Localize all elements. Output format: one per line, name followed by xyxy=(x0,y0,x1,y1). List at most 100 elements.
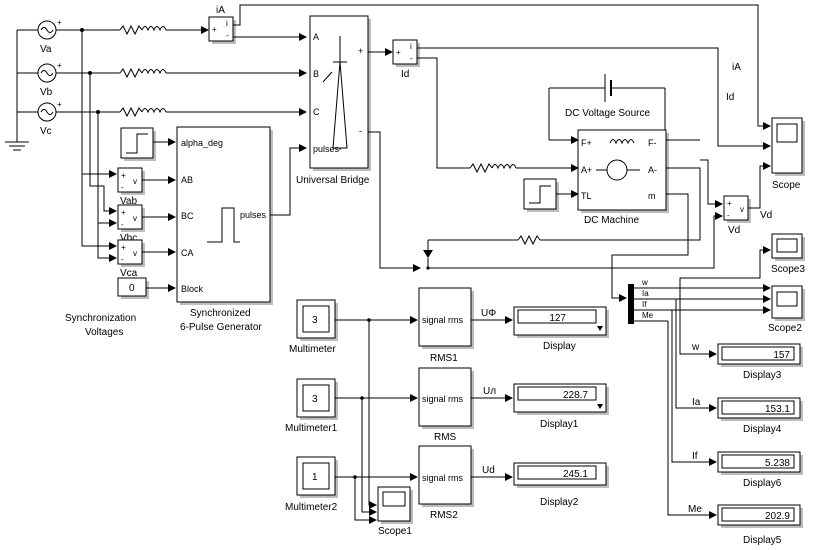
display6[interactable]: If 5.238 Display6 xyxy=(692,451,803,489)
rms-block[interactable]: signal rms RMS xyxy=(418,367,474,443)
multimeter1-label: Multimeter1 xyxy=(285,423,338,434)
svg-text:+: + xyxy=(121,243,126,252)
universal-bridge[interactable]: A B C pulses + - Universal Bridge xyxy=(296,15,371,186)
multimeter[interactable]: 3 Multimeter xyxy=(289,299,338,355)
rms1-block[interactable]: signal rms RMS1 xyxy=(418,287,474,364)
svg-text:C: C xyxy=(313,107,320,117)
vb-label: Vb xyxy=(40,87,53,98)
svg-text:+: + xyxy=(212,25,217,34)
ac-source-vc[interactable]: + Vc xyxy=(17,100,62,137)
svg-text:signal rms: signal rms xyxy=(422,315,464,325)
bus-w-label: w xyxy=(641,278,648,287)
pulse-generator[interactable]: alpha_deg AB BC CA Block pulses Synchron… xyxy=(176,126,273,333)
svg-text:m: m xyxy=(648,191,656,201)
scope1[interactable]: Scope1 xyxy=(377,486,413,537)
multimeter1-value: 3 xyxy=(312,394,318,405)
ac-source-va[interactable]: + Va xyxy=(17,18,62,55)
voltmeter-vbc[interactable]: + v - Vbc xyxy=(117,204,145,244)
svg-text:+: + xyxy=(57,61,62,70)
scope3-label: Scope3 xyxy=(771,264,805,275)
display-value: 127 xyxy=(549,313,566,324)
svg-text:A+: A+ xyxy=(581,165,592,175)
display4[interactable]: Ia 153.1 Display4 xyxy=(692,397,803,435)
vd-signal-label: Vd xyxy=(760,210,772,221)
svg-text:F+: F+ xyxy=(581,138,592,148)
svg-text:A: A xyxy=(313,32,319,42)
svg-text:If: If xyxy=(692,451,698,462)
svg-text:signal rms: signal rms xyxy=(422,473,464,483)
ia-meter-label: iA xyxy=(216,5,225,16)
phase-c-line xyxy=(56,106,307,118)
multimeter1[interactable]: 3 Multimeter1 xyxy=(285,378,338,434)
display1-label: Display1 xyxy=(540,419,579,430)
voltmeter-vca[interactable]: + v - Vca xyxy=(117,239,145,279)
svg-text:Block: Block xyxy=(181,284,204,294)
svg-text:CA: CA xyxy=(181,248,194,258)
step-block-alpha[interactable] xyxy=(120,127,156,161)
phase-b-line xyxy=(56,67,307,79)
u-line-label: Uл xyxy=(483,386,496,397)
display6-label: Display6 xyxy=(743,478,782,489)
multimeter2[interactable]: 1 Multimeter2 xyxy=(285,456,338,513)
svg-text:-: - xyxy=(410,54,413,63)
vca-label: Vca xyxy=(120,268,138,279)
svg-text:TL: TL xyxy=(581,191,592,201)
display[interactable]: 127 Display xyxy=(513,306,609,352)
svg-text:+: + xyxy=(358,46,363,56)
scope1-label: Scope1 xyxy=(378,526,412,537)
id-meter-label: Id xyxy=(401,69,409,80)
dc-voltage-source[interactable]: DC Voltage Source xyxy=(548,74,666,140)
svg-text:alpha_deg: alpha_deg xyxy=(181,138,223,148)
display5-value: 202.9 xyxy=(765,511,790,522)
voltmeter-vab[interactable]: + v - Vab xyxy=(117,167,145,207)
bus-demux[interactable] xyxy=(628,284,634,324)
current-meter-id[interactable]: + i - Id xyxy=(392,39,420,80)
scope-main[interactable]: Scope xyxy=(771,117,805,191)
va-label: Va xyxy=(40,44,52,55)
vd-meter-label: Vd xyxy=(728,225,740,236)
svg-text:pulses: pulses xyxy=(313,144,340,154)
ac-source-vb[interactable]: + Vb xyxy=(17,61,62,98)
constant-value: 0 xyxy=(129,283,135,294)
svg-text:-: - xyxy=(121,255,124,264)
scope2-label: Scope2 xyxy=(768,323,802,334)
svg-text:+: + xyxy=(396,48,401,57)
display2-label: Display2 xyxy=(540,497,579,508)
display5[interactable]: Me 202.9 Display5 xyxy=(688,504,803,546)
scope-main-label: Scope xyxy=(772,180,801,191)
phase-a-line xyxy=(56,24,209,36)
ia-signal-label: iA xyxy=(732,62,741,73)
rms2-block[interactable]: signal rms RMS2 xyxy=(418,445,474,521)
machine-title: DC Machine xyxy=(584,215,639,226)
voltmeter-vd[interactable]: + v - Vd xyxy=(723,195,751,236)
scope2[interactable]: Scope2 xyxy=(768,285,805,334)
svg-text:v: v xyxy=(740,205,744,214)
display5-label: Display5 xyxy=(743,535,782,546)
svg-text:F-: F- xyxy=(648,138,657,148)
svg-text:B: B xyxy=(313,69,319,79)
svg-text:-: - xyxy=(121,220,124,229)
scope3[interactable]: Scope3 xyxy=(771,233,805,275)
vbc-label: Vbc xyxy=(120,233,137,244)
bus-ia-label: Ia xyxy=(642,289,649,298)
display2[interactable]: 245.1 Display2 xyxy=(513,462,609,508)
display3[interactable]: w 157 Display3 xyxy=(691,342,803,381)
svg-text:A-: A- xyxy=(648,165,657,175)
svg-text:+: + xyxy=(727,199,732,208)
svg-text:-: - xyxy=(226,31,229,40)
rms1-label: RMS1 xyxy=(430,353,458,364)
current-meter-ia[interactable]: + i - iA xyxy=(208,5,236,44)
display3-label: Display3 xyxy=(743,370,782,381)
display1-value: 228.7 xyxy=(563,390,588,401)
svg-text:i: i xyxy=(226,19,228,28)
display1[interactable]: 228.7 Display1 xyxy=(513,383,609,430)
dc-machine[interactable]: F+ F- A+ A- TL m DC Machine xyxy=(577,129,669,226)
ground-symbol xyxy=(5,30,29,151)
svg-text:-: - xyxy=(359,126,362,136)
display4-label: Display4 xyxy=(743,424,782,435)
step-block-tl[interactable] xyxy=(523,178,559,212)
sync-label-2: Voltages xyxy=(85,327,123,338)
svg-text:AB: AB xyxy=(181,175,193,185)
constant-block[interactable]: 0 xyxy=(117,277,149,299)
svg-text:+: + xyxy=(121,208,126,217)
